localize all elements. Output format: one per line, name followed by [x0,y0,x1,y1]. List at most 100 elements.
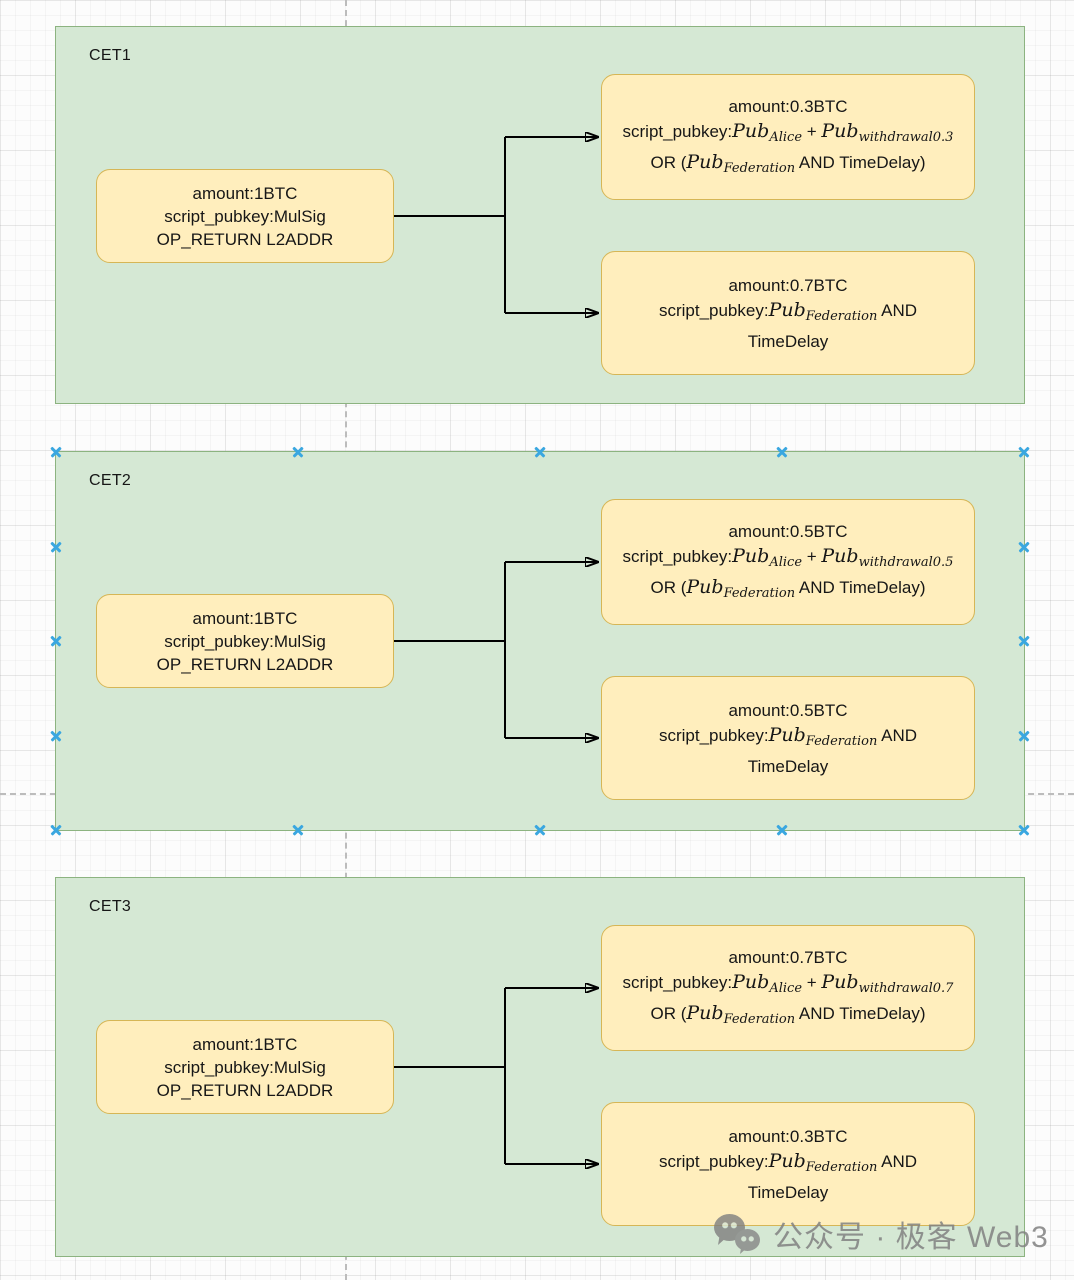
selection-handle[interactable] [534,446,546,458]
pub-term: Pub [732,970,770,993]
selection-handle[interactable] [1018,730,1030,742]
output-node-top[interactable]: amount:0.5BTC script_pubkey:PubAlice + P… [601,499,975,625]
pub-term: Pub [768,723,806,746]
text-segment: OR ( [650,1003,687,1023]
script-pubkey-line: script_pubkey:PubAlice + Pubwithdrawal0.… [623,544,954,575]
connector-arrows[interactable] [56,27,1024,405]
selection-handle[interactable] [50,541,62,553]
selection-handle[interactable] [776,824,788,836]
text-segment: script_pubkey: [658,300,769,320]
amount-line: amount:1BTC [192,183,298,203]
text-segment: script_pubkey: [622,121,733,141]
pub-term: Pub [821,119,859,142]
pub-subscript: Federation [805,733,878,749]
op-return-line: OP_RETURN L2ADDR [156,1080,334,1100]
funding-tx-node[interactable]: amount:1BTC script_pubkey:MulSig OP_RETU… [96,594,394,688]
container-label: CET2 [89,472,132,489]
amount-line: amount:1BTC [192,1034,298,1054]
text-segment: AND TimeDelay) [795,577,926,597]
pub-term: Pub [768,298,806,321]
timedelay-line: TimeDelay [747,331,829,351]
text-segment: script_pubkey: [658,1151,769,1171]
selection-handle[interactable] [1018,446,1030,458]
container-cet1[interactable]: CET1 amount:1BTC script_pubkey:MulSig OP… [55,26,1025,404]
output-node-top[interactable]: amount:0.3BTC script_pubkey: Pub Alice + P… [601,74,975,200]
text-segment: AND TimeDelay) [795,1003,926,1023]
pub-term: Pub [686,1001,724,1024]
pub-subscript: withdrawal0.7 [858,980,954,996]
timedelay-line: TimeDelay [747,1182,829,1202]
container-cet3[interactable]: CET3 amount:1BTC script_pubkey:MulSig OP… [55,877,1025,1257]
watermark: 公众号 · 极客 Web3 [714,1212,1049,1256]
text-segment: AND [877,1151,918,1171]
selection-handle[interactable] [50,730,62,742]
text-segment: AND TimeDelay) [795,152,926,172]
selection-handle[interactable] [1018,541,1030,553]
pub-term: Pub [821,970,859,993]
script-pubkey-line: script_pubkey:PubFederation AND [659,723,917,754]
script-pubkey-line: script_pubkey:PubFederation AND [659,298,917,329]
script-pubkey-line: script_pubkey:MulSig [164,206,326,226]
pub-subscript: Alice [769,554,803,570]
script-pubkey-line: script_pubkey:MulSig [164,631,326,651]
output-node-bottom[interactable]: amount:0.7BTC script_pubkey:PubFederatio… [601,251,975,375]
text-segment: OR ( [650,577,687,597]
op-return-line: OP_RETURN L2ADDR [156,229,334,249]
text-segment: + [802,972,822,992]
amount-line: amount:0.5BTC [728,521,848,541]
selection-handle[interactable] [1018,635,1030,647]
pub-subscript: withdrawal0.3 [858,129,954,145]
connector-arrows[interactable] [56,452,1024,830]
pub-term: Pub [732,544,770,567]
pub-term: Pub [686,575,724,598]
condition-line: OR (PubFederation AND TimeDelay) [650,575,925,606]
chat-bubble-small [735,1229,760,1251]
pub-subscript: Federation [805,308,878,324]
text-segment: OR ( [650,152,687,172]
output-node-bottom[interactable]: amount:0.3BTC script_pubkey:PubFederatio… [601,1102,975,1226]
selection-handle[interactable] [534,824,546,836]
amount-line: amount:0.5BTC [728,700,848,720]
pub-subscript: Alice [769,980,803,996]
connector-arrows[interactable] [56,878,1024,1256]
pub-term: Pub [821,544,859,567]
selection-handle[interactable] [776,446,788,458]
text-segment: AND [877,725,918,745]
watermark-text: 公众号 · 极客 Web3 [773,1221,1049,1254]
pub-term: Pub [686,150,724,173]
timedelay-line: TimeDelay [747,756,829,776]
text-segment: script_pubkey: [658,725,769,745]
wechat-icon [714,1212,764,1256]
selection-handle[interactable] [1018,824,1030,836]
amount-line: amount:0.3BTC [728,96,848,116]
funding-tx-node[interactable]: amount:1BTC script_pubkey:MulSig OP_RETU… [96,169,394,263]
pub-subscript: Federation [805,1159,878,1175]
text-segment: script_pubkey: [622,972,733,992]
selection-handle[interactable] [292,824,304,836]
container-cet2[interactable]: CET2 amount:1BTC script_pubkey:MulSig OP… [55,451,1025,831]
script-pubkey-line: script_pubkey:PubAlice + Pubwithdrawal0.… [623,970,954,1001]
selection-handle[interactable] [50,824,62,836]
funding-tx-node[interactable]: amount:1BTC script_pubkey:MulSig OP_RETU… [96,1020,394,1114]
container-label: CET3 [89,898,132,915]
selection-handle[interactable] [50,635,62,647]
condition-line: OR (PubFederation AND TimeDelay) [650,150,925,181]
pub-subscript: Alice [769,129,803,145]
pub-subscript: Federation [723,160,796,176]
condition-line: OR (PubFederation AND TimeDelay) [650,1001,925,1032]
script-pubkey-line: script_pubkey:PubFederation AND [659,1149,917,1180]
text-segment: script_pubkey: [622,546,733,566]
text-segment: + [802,121,822,141]
output-node-top[interactable]: amount:0.7BTC script_pubkey:PubAlice + P… [601,925,975,1051]
amount-line: amount:0.7BTC [728,947,848,967]
pub-term: Pub [768,1149,806,1172]
output-node-bottom[interactable]: amount:0.5BTC script_pubkey:PubFederatio… [601,676,975,800]
script-pubkey-line: script_pubkey:MulSig [164,1057,326,1077]
script-pubkey-line: script_pubkey:PubAlice + Pubwithdrawal0.… [623,119,954,150]
selection-handle[interactable] [292,446,304,458]
pub-subscript: Federation [723,1011,796,1027]
selection-handle[interactable] [50,446,62,458]
amount-line: amount:1BTC [192,608,298,628]
text-segment: + [802,546,822,566]
